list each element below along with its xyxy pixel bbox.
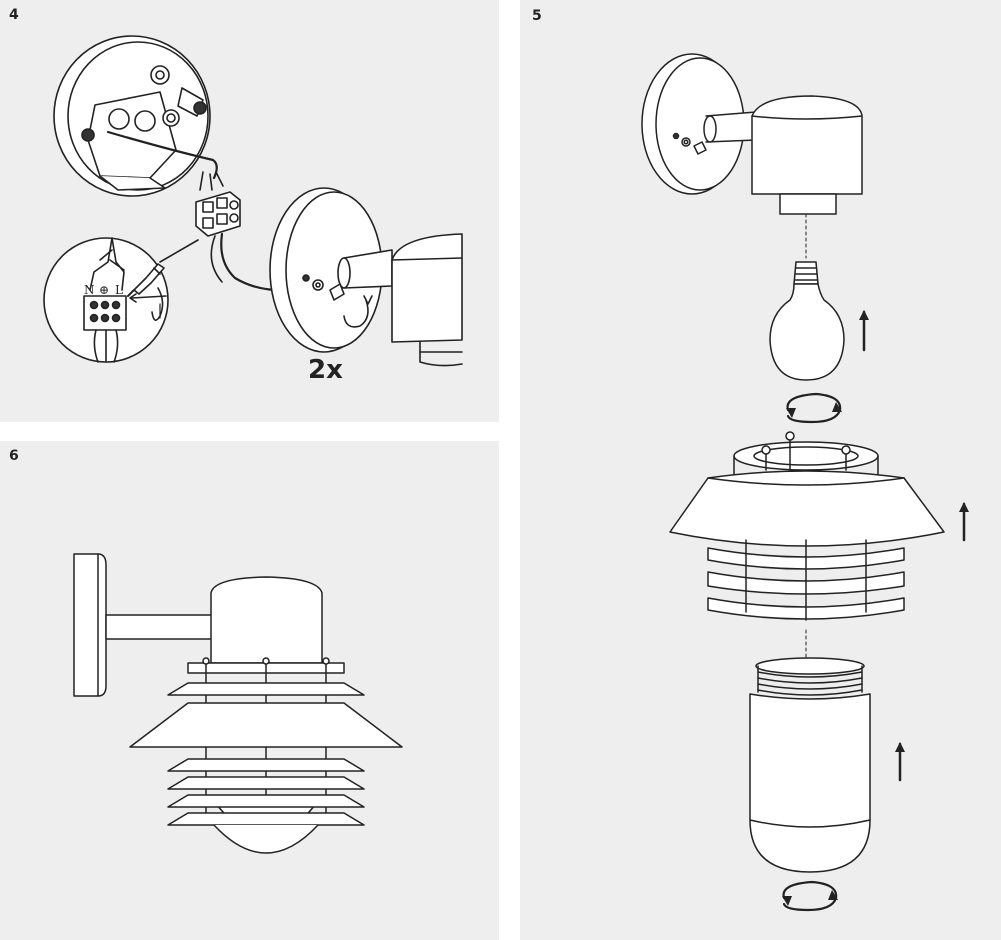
step-number: 4 xyxy=(9,7,19,23)
shade-discs xyxy=(129,682,403,826)
light-bulb xyxy=(769,261,845,381)
connector-detail-zoom xyxy=(43,237,169,363)
shade-assembly xyxy=(669,431,945,621)
glass-cover xyxy=(749,657,871,873)
rotate-arrow-icon xyxy=(782,880,838,912)
wall-plate xyxy=(73,553,107,697)
lamp-head xyxy=(210,576,323,664)
screwdriver-icon xyxy=(127,263,165,297)
step-6-panel: 6 xyxy=(0,441,499,940)
lamp-head xyxy=(751,95,863,195)
lamp-wall-mount xyxy=(269,187,463,367)
lamp-wall-mount xyxy=(641,53,757,195)
label-neutral: N xyxy=(84,283,95,297)
label-live: L xyxy=(115,283,123,297)
step-number: 5 xyxy=(532,8,542,24)
bulb-socket xyxy=(779,193,837,215)
label-earth: ⊕ xyxy=(99,283,109,297)
quantity-label: 2x xyxy=(308,355,343,385)
junction-box xyxy=(53,35,211,197)
bulb-and-shade-illustration xyxy=(641,53,969,912)
step-4-panel: 4 xyxy=(0,0,499,422)
supply-cable xyxy=(106,130,218,180)
assembled-lamp-illustration xyxy=(73,553,403,854)
step-number: 6 xyxy=(9,448,19,464)
step-5-panel: 5 xyxy=(520,0,1001,940)
rotate-arrow-icon xyxy=(786,392,842,424)
wiring-illustration: N ⊕ L 2x xyxy=(43,35,463,385)
lamp-arm xyxy=(105,614,213,640)
terminal-block xyxy=(195,191,241,237)
